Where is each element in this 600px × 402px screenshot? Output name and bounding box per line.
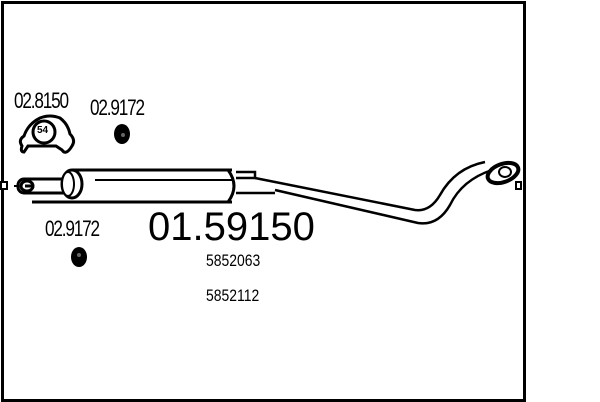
clamp-icon — [18, 114, 76, 154]
upper-mount-part-number: 02.9172 — [90, 95, 145, 120]
inlet-pipe — [14, 168, 84, 200]
lower-mount-part-number: 02.9172 — [45, 216, 100, 241]
oe-number-2: 5852112 — [206, 286, 260, 305]
clamp-part-number: 02.8150 — [14, 88, 69, 113]
oe-number-1: 5852063 — [206, 251, 261, 270]
right-marker-icon — [515, 181, 522, 190]
clamp-badge: 54 — [37, 125, 49, 136]
main-part-number: 01.59150 — [148, 205, 315, 249]
muffler-body — [32, 168, 236, 204]
tail-pipe — [236, 160, 521, 225]
left-marker-icon — [0, 181, 8, 190]
